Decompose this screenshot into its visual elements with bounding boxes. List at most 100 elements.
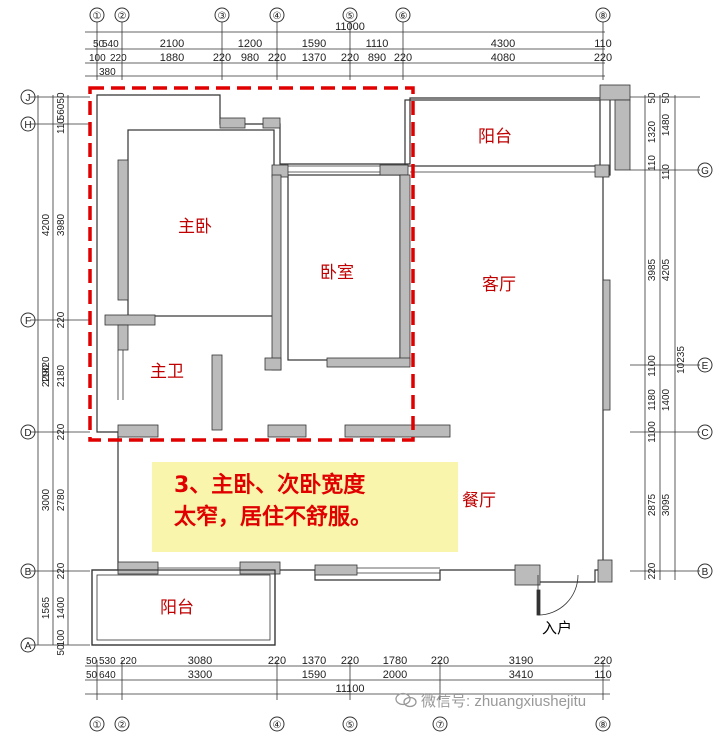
svg-text:2100: 2100 <box>160 38 184 50</box>
svg-text:⑦: ⑦ <box>436 720 445 731</box>
svg-text:1880: 1880 <box>160 52 184 64</box>
axis-label-right-G: G <box>701 166 709 177</box>
svg-text:220: 220 <box>268 52 286 64</box>
svg-text:220: 220 <box>213 52 231 64</box>
svg-text:3985: 3985 <box>647 258 658 281</box>
dim-bottom-total: 11100 <box>336 683 365 695</box>
svg-text:1320: 1320 <box>647 120 658 143</box>
svg-text:3410: 3410 <box>509 669 533 681</box>
axis-label-top-1: ① <box>93 11 102 22</box>
svg-text:4300: 4300 <box>491 38 515 50</box>
svg-text:4080: 4080 <box>491 52 515 64</box>
svg-text:540: 540 <box>102 39 119 50</box>
svg-text:1370: 1370 <box>302 655 326 667</box>
axis-label-right-C: C <box>701 428 708 439</box>
axis-markers-right: G E C B <box>697 162 713 579</box>
axis-label-left-A: A <box>25 641 32 652</box>
dimension-top <box>85 22 605 80</box>
svg-text:220: 220 <box>110 53 127 64</box>
svg-text:220: 220 <box>341 52 359 64</box>
svg-text:100: 100 <box>89 53 106 64</box>
dim-bottom-row1: 50 530 220 3080 220 1370 220 1780 220 31… <box>86 655 612 667</box>
svg-text:3080: 3080 <box>188 655 212 667</box>
axis-label-top-8: ⑧ <box>599 11 608 22</box>
svg-text:220: 220 <box>120 656 137 667</box>
axis-label-left-F: F <box>25 316 31 327</box>
room-label-entrance: 入户 <box>542 619 572 637</box>
svg-text:1590: 1590 <box>302 669 326 681</box>
svg-text:110: 110 <box>56 118 67 134</box>
svg-text:220: 220 <box>56 562 67 579</box>
svg-text:220: 220 <box>647 562 658 579</box>
svg-text:220: 220 <box>268 655 286 667</box>
svg-text:2875: 2875 <box>647 493 658 516</box>
svg-text:220: 220 <box>594 655 612 667</box>
axis-label-top-2: ② <box>118 11 127 22</box>
axis-markers-left: J H F D B A <box>20 89 36 653</box>
room-label-bedroom: 卧室 <box>320 263 354 283</box>
svg-text:560: 560 <box>56 103 67 120</box>
svg-text:1200: 1200 <box>238 38 262 50</box>
wechat-icon <box>395 692 417 708</box>
axis-label-top-4: ④ <box>273 11 282 22</box>
room-label-balcony-top: 阳台 <box>478 127 512 147</box>
svg-text:50: 50 <box>661 92 672 104</box>
axis-label-left-B: B <box>25 567 32 578</box>
svg-text:220: 220 <box>594 52 612 64</box>
room-label-living-room: 客厅 <box>482 275 516 295</box>
svg-text:2000: 2000 <box>383 669 407 681</box>
svg-text:110: 110 <box>594 38 612 50</box>
svg-text:2290: 2290 <box>41 364 52 387</box>
highlight-box <box>88 86 415 442</box>
svg-text:⑤: ⑤ <box>346 720 355 731</box>
balcony-bottom-rail <box>96 574 271 641</box>
entry-door <box>536 574 579 616</box>
svg-text:3980: 3980 <box>56 213 67 236</box>
watermark-text: 微信号: zhuangxiushejitu <box>421 693 587 710</box>
room-label-master-bath: 主卫 <box>150 362 184 382</box>
room-label-balcony-bottom: 阳台 <box>160 598 194 618</box>
svg-text:220: 220 <box>341 655 359 667</box>
svg-text:50: 50 <box>86 656 98 667</box>
dimension-left <box>30 95 90 646</box>
dim-top-row2: 100 220 1880 220 980 220 1370 220 890 22… <box>89 52 612 64</box>
svg-text:4200: 4200 <box>41 213 52 236</box>
axis-label-left-H: H <box>24 120 31 131</box>
svg-text:100: 100 <box>56 629 67 646</box>
axis-label-right-B: B <box>702 567 709 578</box>
svg-text:50: 50 <box>93 39 105 50</box>
watermark: 微信号: zhuangxiushejitu <box>395 690 586 711</box>
svg-text:3190: 3190 <box>509 655 533 667</box>
svg-text:50: 50 <box>56 644 67 656</box>
svg-text:4205: 4205 <box>661 258 672 281</box>
svg-text:220: 220 <box>56 311 67 328</box>
svg-text:1400: 1400 <box>661 388 672 411</box>
svg-text:1565: 1565 <box>41 596 52 619</box>
svg-text:④: ④ <box>273 720 282 731</box>
svg-text:②: ② <box>118 720 127 731</box>
dim-left-labels: 11820 4200 2290 3000 1565 560 50 110 398… <box>41 92 67 656</box>
svg-text:50: 50 <box>647 92 658 104</box>
axis-label-top-3: ③ <box>218 11 227 22</box>
axis-markers-bottom: ① ② ④ ⑤ ⑦ ⑧ <box>89 716 611 732</box>
svg-text:110: 110 <box>661 164 672 180</box>
svg-text:890: 890 <box>368 52 386 64</box>
wall-fills <box>104 84 631 586</box>
dim-right-total: 10235 <box>676 346 687 374</box>
svg-text:1590: 1590 <box>302 38 326 50</box>
axis-label-left-D: D <box>24 428 31 439</box>
svg-text:1370: 1370 <box>302 52 326 64</box>
dim-top-row3: 380 <box>99 67 116 78</box>
annotation-line-1: 3、主卧、次卧宽度 <box>174 473 366 498</box>
dimension-right <box>630 95 700 580</box>
svg-text:50: 50 <box>86 670 98 681</box>
annotation-note: 3、主卧、次卧宽度 太窄，居住不舒服。 <box>152 462 458 552</box>
svg-text:110: 110 <box>594 669 612 681</box>
svg-text:1100: 1100 <box>647 421 658 443</box>
svg-text:3095: 3095 <box>661 493 672 516</box>
axis-label-top-6: ⑥ <box>399 11 408 22</box>
axis-markers-top: ① ② ③ ④ ⑤ ⑥ ⑧ <box>89 7 611 23</box>
axis-label-right-E: E <box>702 361 709 372</box>
dim-top-row1: 50 540 2100 1200 1590 1110 4300 110 <box>93 38 612 50</box>
svg-text:⑧: ⑧ <box>599 720 608 731</box>
